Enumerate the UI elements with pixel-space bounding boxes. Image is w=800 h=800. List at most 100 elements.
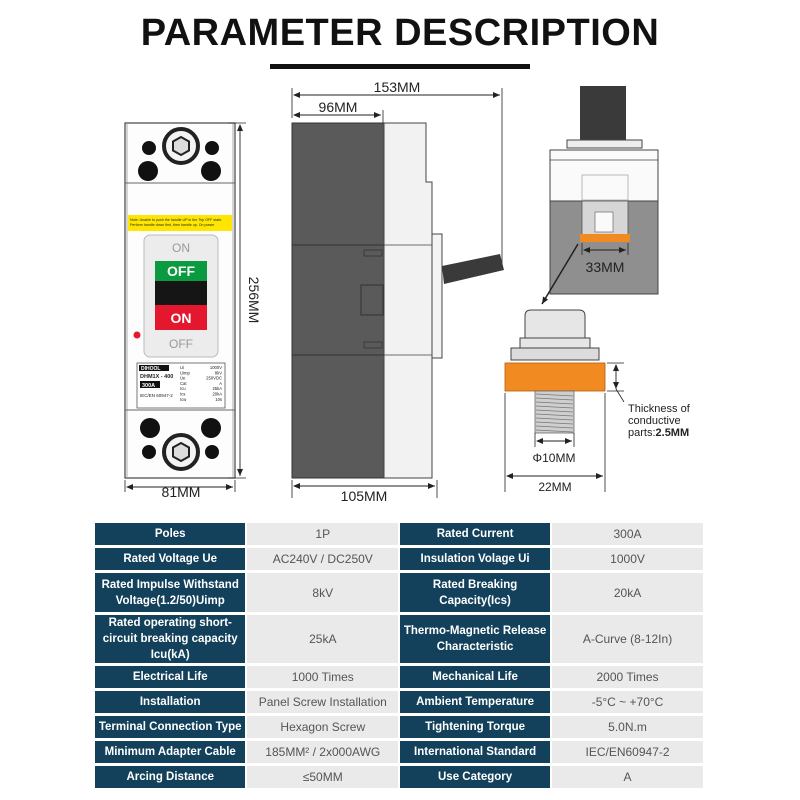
hexagon-screw-icon <box>172 135 190 157</box>
depth-total-dimension: 153MM <box>374 79 421 95</box>
param-label: Installation <box>95 691 246 713</box>
label-spec-value: 10s <box>215 397 222 402</box>
warning-text-2: Perform handle down first, then handle u… <box>130 223 215 227</box>
cable-post <box>580 86 626 140</box>
param-value: Hexagon Screw <box>247 716 399 738</box>
param-value: 1000V <box>552 548 703 570</box>
thread-line <box>535 417 574 421</box>
label-spec-key: Uimp <box>180 370 190 375</box>
label-spec-key: Icw <box>180 397 187 402</box>
bolt-thread-lines <box>535 393 574 433</box>
switch-off-green <box>155 261 207 281</box>
param-value: 300A <box>552 523 703 545</box>
front-view: Note: Unable to push the handle UP in th… <box>124 122 262 500</box>
param-label: Electrical Life <box>95 666 246 688</box>
thickness-value: 2.5MM <box>656 427 690 439</box>
param-value: 185MM² / 2x000AWG <box>247 741 399 763</box>
param-value: A-Curve (8-12In) <box>552 615 703 663</box>
thread-line <box>535 405 574 409</box>
standard-text: IEC/EN 60947-2 <box>140 393 173 398</box>
label-spec-value: 25kA <box>212 386 222 391</box>
warning-text-1: Note: Unable to push the handle UP in th… <box>130 218 222 222</box>
model-text: DHM1X - 400 <box>140 374 173 380</box>
label-spec-value: A <box>219 381 222 386</box>
label-spec-key: Icu <box>180 386 186 391</box>
plate-width-dimension: 22MM <box>538 480 571 494</box>
param-label: Thermo-Magnetic Release Characteristic <box>400 615 551 663</box>
thread-line <box>535 421 574 425</box>
mount-hole <box>201 161 221 181</box>
mount-hole <box>138 161 158 181</box>
title-underline <box>270 64 530 69</box>
side-body-light <box>383 122 433 479</box>
param-label: Rated operating short-circuit breaking c… <box>95 615 246 663</box>
label-spec-value: 20kA <box>212 392 222 397</box>
label-spec-key: Ue <box>180 376 186 381</box>
side-body-dark <box>291 122 385 479</box>
param-value: 1P <box>247 523 399 545</box>
page-title: PARAMETER DESCRIPTION <box>140 12 660 54</box>
warning-strip <box>128 215 232 231</box>
param-label: Mechanical Life <box>400 666 551 688</box>
switch-on-top-label: ON <box>172 241 190 255</box>
mount-hole <box>140 418 160 438</box>
label-spec-value: 1000V <box>210 365 222 370</box>
thickness-note-1: Thickness of <box>628 403 691 415</box>
param-label: Ambient Temperature <box>400 691 551 713</box>
breaker-diagram: Note: Unable to push the handle UP in th… <box>124 79 691 504</box>
width-dimension: 81MM <box>162 484 201 500</box>
param-label: Minimum Adapter Cable <box>95 741 246 763</box>
param-value: A <box>552 766 703 788</box>
thread-line <box>535 409 574 413</box>
param-label: Arcing Distance <box>95 766 246 788</box>
terminal-plate-orange <box>580 234 630 242</box>
thread-line <box>535 429 574 433</box>
param-label: Insulation Volage Ui <box>400 548 551 570</box>
label-spec-value: 8kV <box>215 370 222 375</box>
switch-off-bottom-label: OFF <box>169 337 193 351</box>
param-value: 1000 Times <box>247 666 399 688</box>
param-label: Tightening Torque <box>400 716 551 738</box>
thread-line <box>535 393 574 397</box>
handle-lever <box>442 254 504 284</box>
param-label: Poles <box>95 523 246 545</box>
height-dimension: 256MM <box>246 277 262 324</box>
terminal-detail: 33MM Thickness of conductive parts:2.5MM… <box>504 86 691 494</box>
thickness-note-3: parts:2.5MM <box>628 427 689 439</box>
param-label: Terminal Connection Type <box>95 716 246 738</box>
switch-on-red <box>155 305 207 330</box>
conductive-plate <box>504 362 606 392</box>
thread-line <box>535 401 574 405</box>
param-value: 20kA <box>552 573 703 612</box>
bolt-head <box>524 309 586 339</box>
mount-hole <box>142 141 156 155</box>
thickness-note-2: conductive <box>628 415 681 427</box>
brand-text: DIHOOL <box>141 366 160 372</box>
param-value: -5°C ~ +70°C <box>552 691 703 713</box>
param-label: Rated Current <box>400 523 551 545</box>
switch-on-label: ON <box>171 310 192 326</box>
thread-line <box>535 397 574 401</box>
label-spec-key: Ics <box>180 392 185 397</box>
mount-hole <box>205 445 219 459</box>
param-value: AC240V / DC250V <box>247 548 399 570</box>
indicator-dot <box>133 331 141 339</box>
hexagon-screw-icon <box>172 441 190 463</box>
param-value: ≤50MM <box>247 766 399 788</box>
depth-base-dimension: 105MM <box>341 488 388 504</box>
mount-hole <box>205 141 219 155</box>
label-spec-key: Ui <box>180 365 184 370</box>
param-value: IEC/EN60947-2 <box>552 741 703 763</box>
table-row: Rated operating short-circuit breaking c… <box>95 615 703 663</box>
param-value: 8kV <box>247 573 399 612</box>
current-text: 300A <box>142 383 155 389</box>
param-value: 25kA <box>247 615 399 663</box>
